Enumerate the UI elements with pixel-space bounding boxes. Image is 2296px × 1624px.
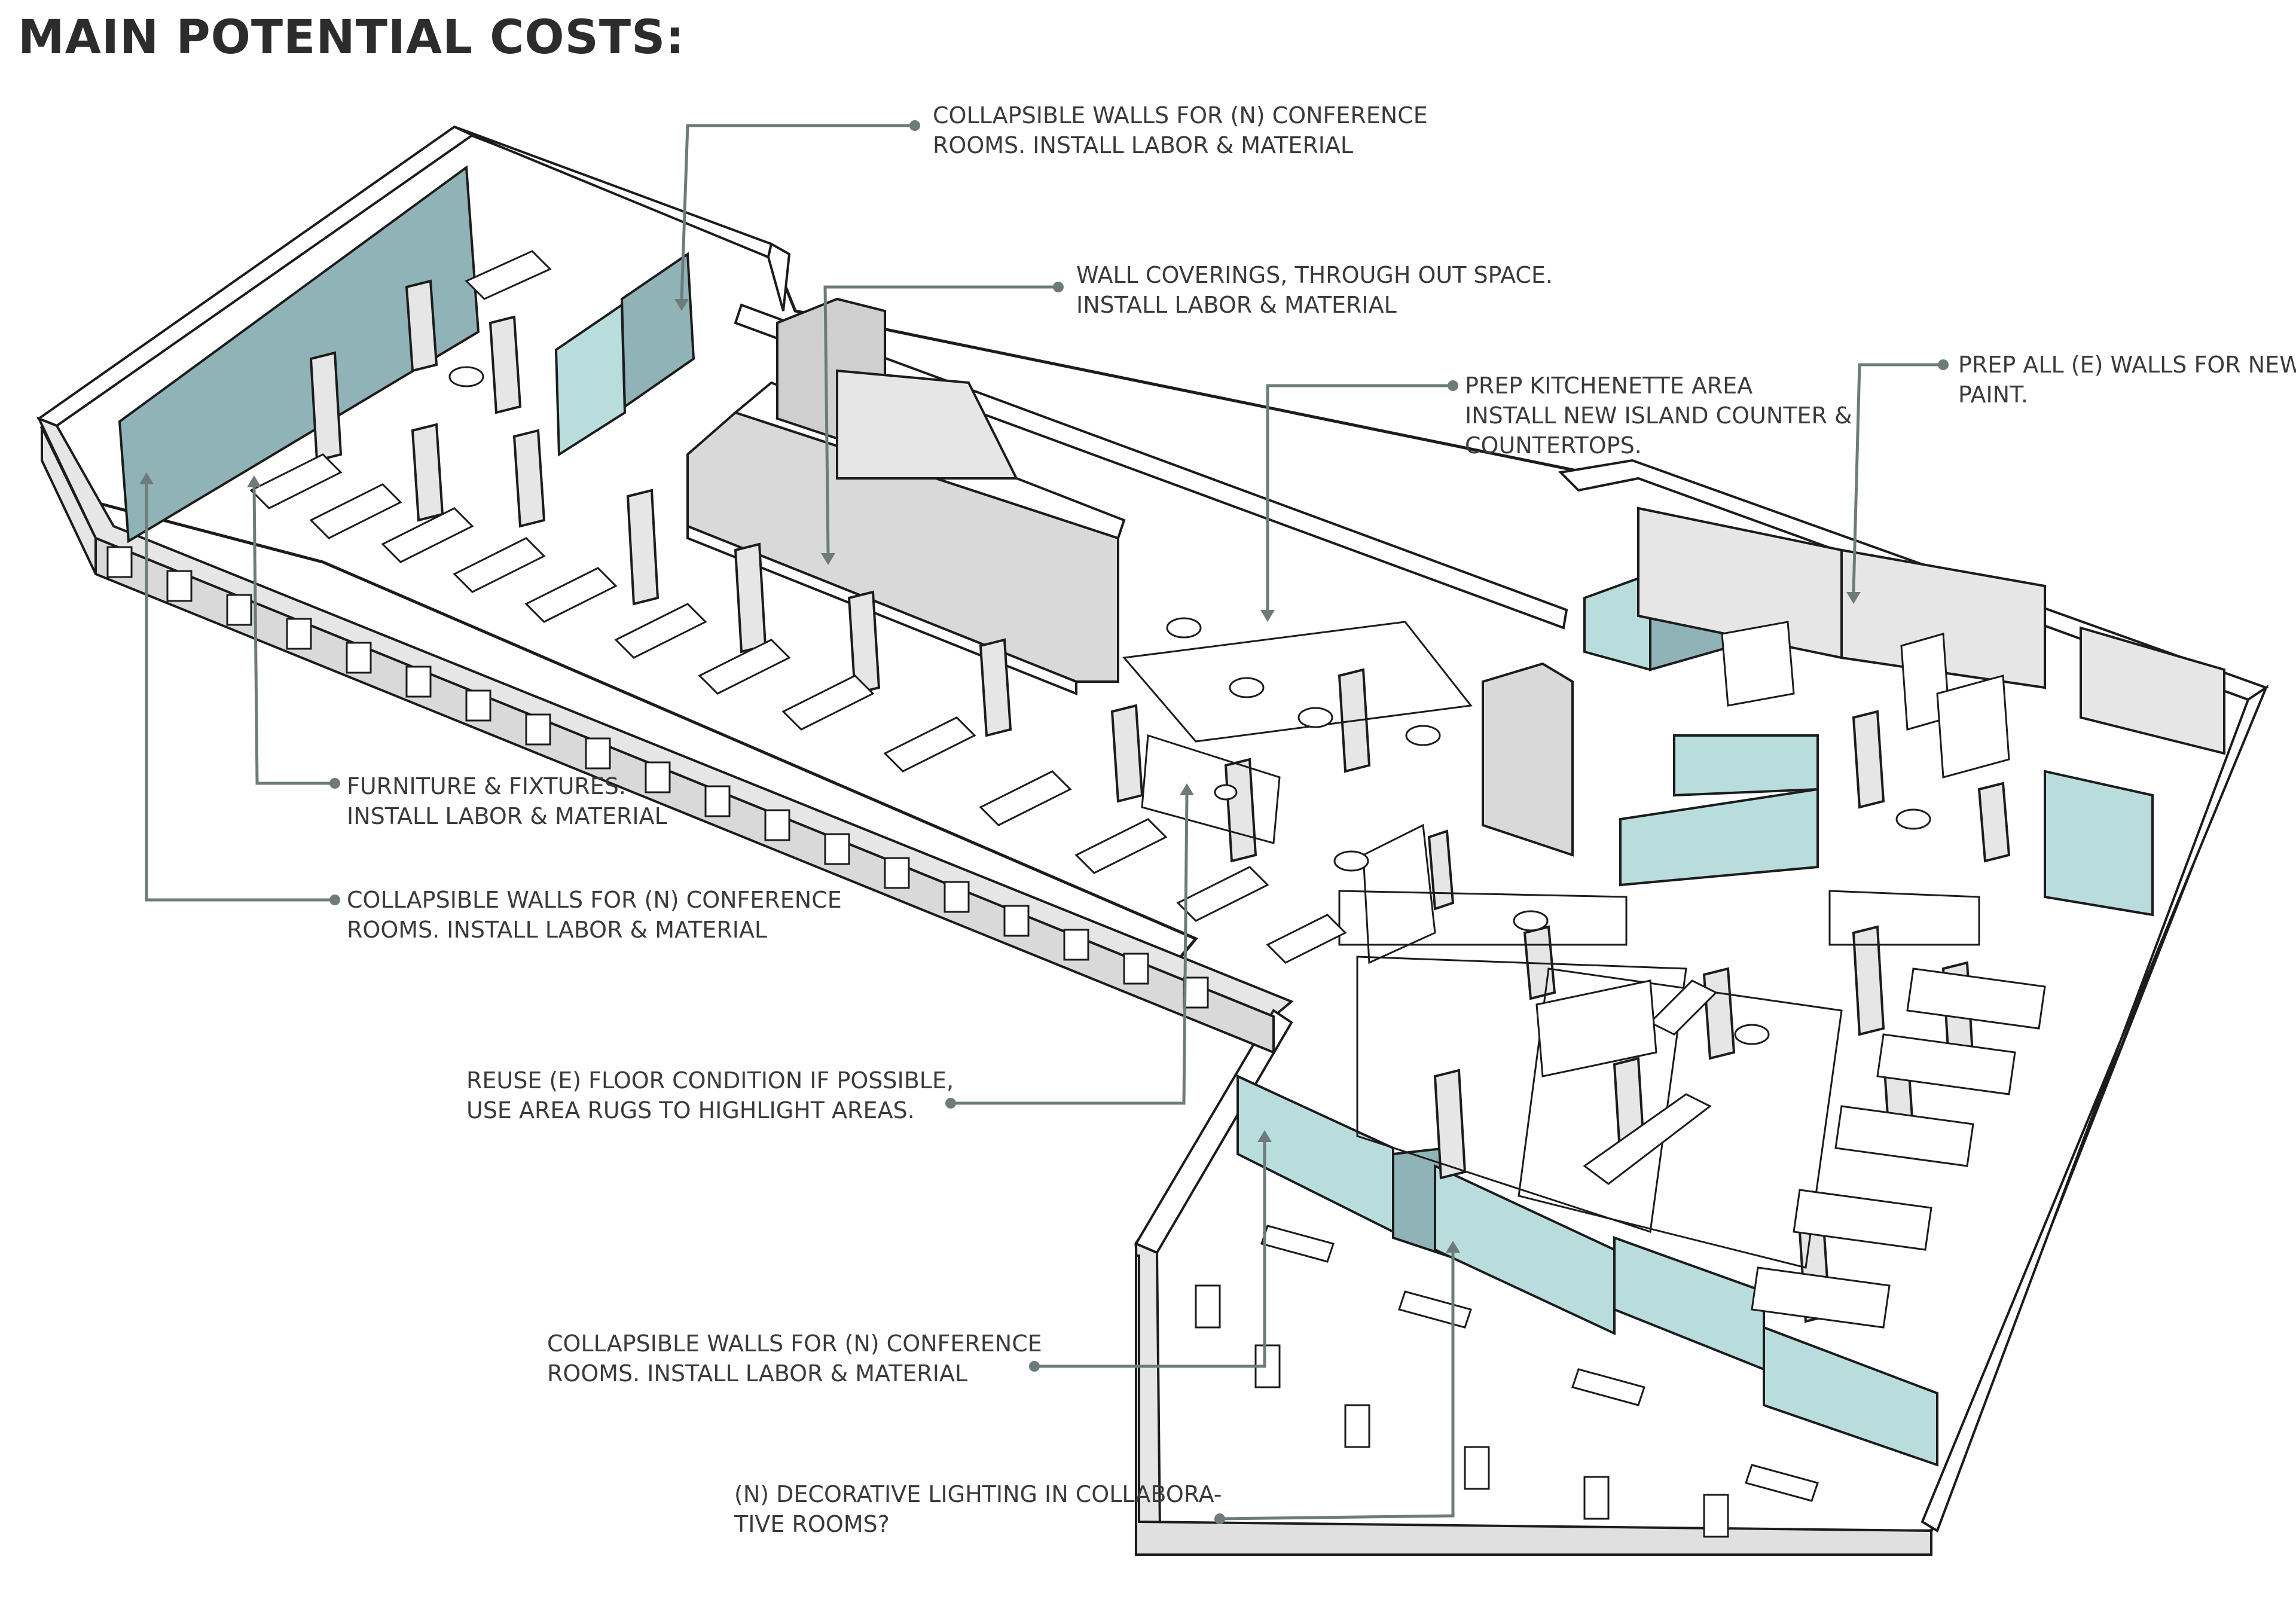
callout-line: COLLAPSIBLE WALLS FOR (N) CONFERENCE <box>347 887 842 913</box>
callout-furniture-fixtures: FURNITURE & FIXTURES. INSTALL LABOR & MA… <box>347 771 667 831</box>
callout-prep-kitchenette: PREP KITCHENETTE AREA INSTALL NEW ISLAND… <box>1465 371 1852 460</box>
collapsible-partitions <box>118 165 2154 1467</box>
callout-line: PREP KITCHENETTE AREA <box>1465 373 1753 399</box>
callout-collapsible-walls-top: COLLAPSIBLE WALLS FOR (N) CONFERENCE ROO… <box>933 100 1428 160</box>
callout-line: (N) DECORATIVE LIGHTING IN COLLABORA- <box>734 1481 1222 1507</box>
callout-line: INSTALL LABOR & MATERIAL <box>1076 292 1397 318</box>
core-rooms <box>686 297 2225 857</box>
callout-line: COUNTERTOPS. <box>1465 432 1642 459</box>
callout-line: FURNITURE & FIXTURES. <box>347 773 627 799</box>
callout-line: ROOMS. INSTALL LABOR & MATERIAL <box>933 132 1354 158</box>
workstations <box>249 250 2046 1502</box>
callout-line: COLLAPSIBLE WALLS FOR (N) CONFERENCE <box>933 102 1428 129</box>
callout-line: REUSE (E) FLOOR CONDITION IF POSSIBLE, <box>466 1067 954 1094</box>
callout-line: PREP ALL (E) WALLS FOR NEW <box>1958 352 2296 378</box>
callout-prep-walls-paint: PREP ALL (E) WALLS FOR NEW PAINT. <box>1958 350 2296 410</box>
callout-line: TIVE ROOMS? <box>734 1511 890 1537</box>
callout-line: PAINT. <box>1958 381 2028 408</box>
callout-line: INSTALL LABOR & MATERIAL <box>347 803 667 829</box>
leader-lines <box>145 124 1943 1521</box>
facade-windows <box>106 546 1729 1538</box>
callout-reuse-floor: REUSE (E) FLOOR CONDITION IF POSSIBLE, U… <box>466 1066 954 1125</box>
callout-decorative-lighting: (N) DECORATIVE LIGHTING IN COLLABORA- TI… <box>734 1479 1222 1539</box>
callout-line: WALL COVERINGS, THROUGH OUT SPACE. <box>1076 262 1553 288</box>
callout-line: ROOMS. INSTALL LABOR & MATERIAL <box>347 917 768 943</box>
callout-line: USE AREA RUGS TO HIGHLIGHT AREAS. <box>466 1097 915 1124</box>
page-title: MAIN POTENTIAL COSTS: <box>18 11 685 65</box>
area-rugs <box>1122 621 1980 1269</box>
callout-line: COLLAPSIBLE WALLS FOR (N) CONFERENCE <box>547 1330 1042 1357</box>
leader-arrowheads <box>139 299 1861 1253</box>
callout-collapsible-walls-bottom: COLLAPSIBLE WALLS FOR (N) CONFERENCE ROO… <box>547 1329 1042 1388</box>
callout-line: INSTALL NEW ISLAND COUNTER & <box>1465 402 1852 429</box>
leader-dots <box>329 120 1949 1524</box>
south-facade <box>41 427 1932 1556</box>
round-tables <box>448 366 1931 1045</box>
callout-line: ROOMS. INSTALL LABOR & MATERIAL <box>547 1360 968 1387</box>
callout-wall-coverings: WALL COVERINGS, THROUGH OUT SPACE. INSTA… <box>1076 260 1553 320</box>
callout-collapsible-walls-left: COLLAPSIBLE WALLS FOR (N) CONFERENCE ROO… <box>347 885 842 945</box>
